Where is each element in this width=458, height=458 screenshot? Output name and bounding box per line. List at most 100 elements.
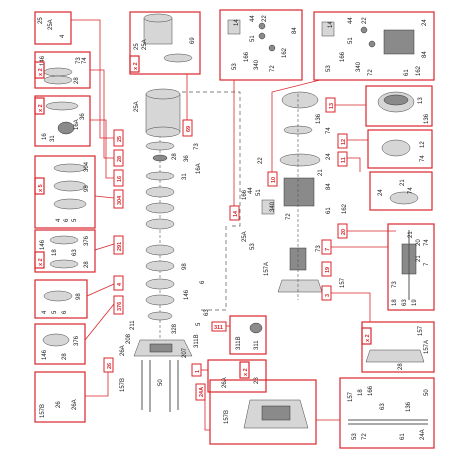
kit-28: 146 28 73 74: [34, 51, 91, 89]
kit-7-label-8: 63: [402, 299, 408, 306]
kit-304-label-5: 5: [72, 218, 78, 222]
kit-14b-label-1: 14: [328, 21, 334, 28]
kit-50-label-3: 166: [368, 385, 374, 396]
ref-box-3: 3: [325, 294, 331, 297]
kit-304-label-1: 304: [84, 161, 90, 172]
kit-50-label-10: 50: [424, 389, 430, 396]
kit-25-label-2: 25A: [48, 19, 54, 30]
kit-69-label-1: 25: [134, 43, 140, 50]
kit-14b-label-2: 24: [422, 19, 428, 26]
kit-16-label-3: 31: [50, 135, 56, 142]
kit-3-label-1: 157: [418, 325, 424, 336]
svg-text:x 2: x 2: [365, 334, 371, 342]
kit-14a-label-1: 14: [234, 19, 240, 26]
center-label-146: 146: [184, 289, 190, 300]
qty-badge-3: x 5: [34, 177, 45, 195]
kit-13-label-2: 136: [424, 113, 430, 124]
kit-14b-label-3: 22: [362, 17, 368, 24]
qty-badge-1: x 2: [34, 61, 45, 79]
kit-69-label-3: 69: [190, 37, 196, 44]
kit-26-label-2: 26: [56, 401, 62, 408]
ref-box-25: 25: [117, 136, 123, 142]
kit-16: 16 16A 31 36: [34, 95, 91, 147]
kit-376-label-3: 376: [74, 335, 80, 346]
center-label-36: 36: [184, 155, 190, 162]
kit-12-label-2: 74: [420, 155, 426, 162]
ref-box-4: 4: [117, 282, 123, 286]
motor-label-53: 53: [250, 243, 256, 250]
ref-side-label-25A: 25A: [242, 231, 248, 242]
center-label-73: 73: [194, 143, 200, 150]
ref-boxes-right: 14 10 13 12 11 20 7 19 3 25A: [229, 97, 348, 301]
svg-text:x 2: x 2: [243, 368, 249, 376]
center-label-50: 50: [158, 379, 164, 386]
center-label-63: 63: [204, 309, 210, 316]
ref-side-label-211: 211: [130, 320, 136, 330]
kit-11: 24 21 74: [369, 171, 433, 211]
kit-69-label-2: 25A: [142, 39, 148, 50]
leader-lines-left: [71, 19, 115, 397]
kit-16-label-2: 16A: [74, 119, 80, 130]
kit-14b-label-5: 51: [348, 37, 354, 44]
qty-badge-7: x 2: [361, 327, 372, 345]
kit-291: 146 376 18 63 28: [34, 229, 96, 273]
kit-291-label-2: 376: [84, 235, 90, 246]
ref-box-24A: 24A: [199, 387, 205, 397]
kit-13-label-1: 13: [418, 97, 424, 104]
qty-badge-2: x 2: [34, 97, 45, 115]
kit-50: 157 18 166 53 72 63 61 136 24A 50: [339, 377, 435, 449]
center-label-207: 207: [182, 347, 188, 358]
ref-box-7: 7: [325, 248, 331, 251]
motor-label-51: 51: [256, 189, 262, 196]
svg-text:x 2: x 2: [133, 62, 139, 70]
kit-24A: 157B 24A: [195, 379, 317, 445]
center-label-16A: 16A: [196, 163, 202, 174]
motor-label-72: 72: [286, 213, 292, 220]
kit-304-label-4: 6: [64, 218, 70, 222]
svg-text:x 2: x 2: [38, 104, 44, 112]
kit-50-label-6: 63: [380, 403, 386, 410]
kit-16-label-4: 36: [80, 113, 86, 120]
kit-3-label-3: 28: [398, 363, 404, 370]
ref-box-376: 376: [117, 302, 123, 311]
kit-7-label-7: 18: [392, 299, 398, 306]
kit-12-label-1: 12: [420, 141, 426, 148]
motor-label-22: 22: [258, 157, 264, 164]
kit-14a-label-4: 51: [250, 35, 256, 42]
motor-label-73: 73: [316, 245, 322, 252]
kit-7-label-5: 21: [416, 255, 422, 262]
kit-14a-label-8: 53: [232, 63, 238, 70]
ref-box-20: 20: [341, 229, 347, 235]
motor-label-84: 84: [326, 183, 332, 190]
kit-11-label-2: 21: [400, 179, 406, 186]
ref-box-1: 1: [195, 370, 201, 373]
kit-7-label-1: 21: [408, 231, 414, 238]
kit-14a-label-6: 340: [254, 59, 260, 70]
qty-badge-6: x 2: [239, 361, 250, 379]
kit-13: 13 136: [365, 85, 433, 127]
kit-304-label-2: 98: [84, 185, 90, 192]
svg-text:x 2: x 2: [38, 258, 44, 266]
ref-box-19: 19: [325, 267, 331, 273]
kit-50-label-4: 53: [352, 433, 358, 440]
kit-28-label-2: 28: [74, 77, 80, 84]
kit-376-label-1: 146: [42, 349, 48, 360]
kit-50-label-8: 136: [406, 401, 412, 412]
ref-box-10: 10: [271, 177, 277, 183]
kit-7-label-4: 7: [424, 262, 430, 266]
kit-311-label-2: 311: [254, 340, 260, 350]
center-label-6: 6: [200, 280, 206, 284]
ref-box-69-group: 69: [182, 74, 193, 137]
kit-14b-label-11: 162: [416, 65, 422, 76]
motor-exploded: 74 136 24 21 22 44 51 166 340 53 72 61 8…: [242, 91, 348, 300]
kit-11-label-3: 74: [408, 187, 414, 194]
center-labels: 25A 28 73 36 16A 31 98 6 146 63 328 5 31…: [120, 101, 210, 392]
kit-4: 4 5 6 98: [34, 279, 88, 319]
ref-box-28: 28: [117, 156, 123, 162]
kit-291-label-1: 146: [40, 239, 46, 250]
kit-311-label-1: 311B: [236, 336, 242, 350]
kit-50-label-1: 157: [348, 391, 354, 402]
motor-label-157: 157: [340, 277, 346, 288]
kit-14b-label-8: 53: [326, 65, 332, 72]
